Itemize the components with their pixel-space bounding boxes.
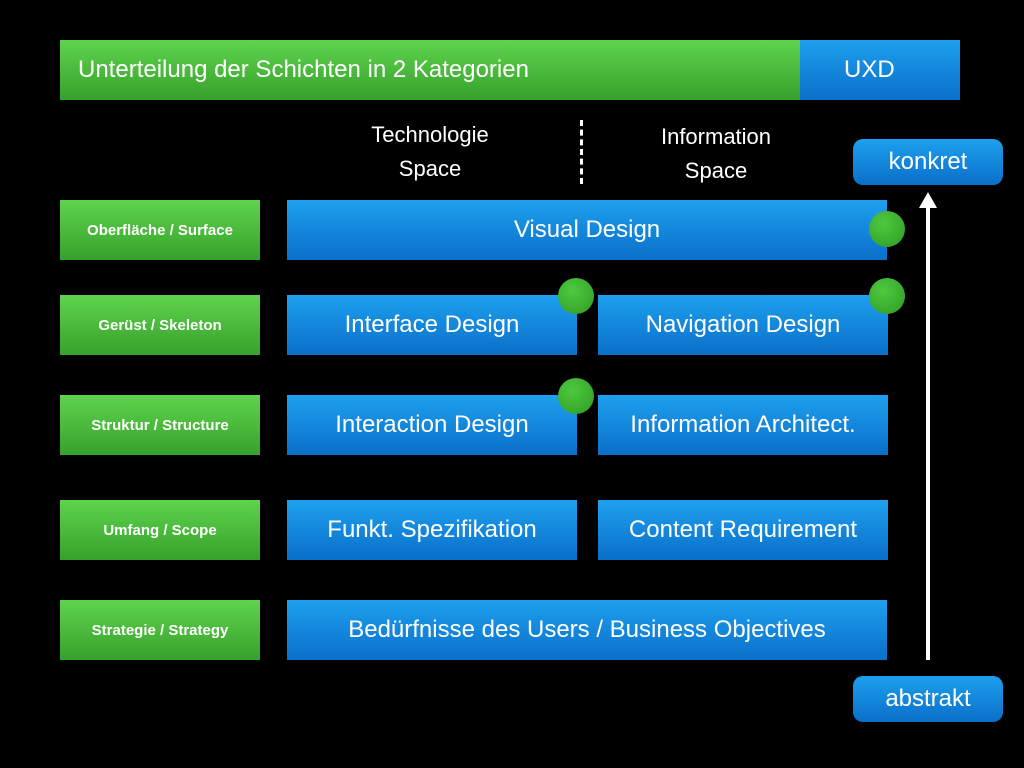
uxd-label: UXD [844,56,895,83]
technology-space-line2: Space [398,156,462,181]
information-architecture-box: Information Architect. [598,395,888,455]
abstrakt-pill: abstrakt [853,676,1003,722]
layer-skeleton-label: Gerüst / Skeleton [98,316,222,334]
header-title-bar: Unterteilung der Schichten in 2 Kategori… [60,40,800,100]
header-title: Unterteilung der Schichten in 2 Kategori… [78,56,529,83]
layer-skeleton: Gerüst / Skeleton [60,295,260,355]
functional-spec-box: Funkt. Spezifikation [287,500,577,560]
content-requirement-label: Content Requirement [628,516,858,543]
uxd-badge: UXD [800,40,960,100]
technology-space-label: Technologie Space [330,118,530,186]
interaction-design-box: Interaction Design [287,395,577,455]
visual-design-box: Visual Design [287,200,887,260]
abstrakt-label: abstrakt [885,685,971,712]
marker-dot-interface-design [558,278,594,314]
functional-spec-label: Funkt. Spezifikation [327,516,537,543]
layer-scope: Umfang / Scope [60,500,260,560]
marker-dot-navigation-design [869,278,905,314]
marker-dot-interaction-design [558,378,594,414]
information-space-label: Information Space [616,120,816,188]
konkret-label: konkret [888,148,968,175]
scale-arrow-line [926,204,930,660]
interaction-design-label: Interaction Design [335,411,529,438]
technology-space-line1: Technologie [371,122,489,147]
interface-design-label: Interface Design [344,311,520,338]
layer-structure: Struktur / Structure [60,395,260,455]
navigation-design-label: Navigation Design [645,311,841,338]
space-divider [580,120,583,184]
konkret-pill: konkret [853,139,1003,185]
strategy-box: Bedürfnisse des Users / Business Objecti… [287,600,887,660]
information-space-line1: Information [660,124,772,149]
strategy-label: Bedürfnisse des Users / Business Objecti… [348,616,826,643]
navigation-design-box: Navigation Design [598,295,888,355]
layer-strategy: Strategie / Strategy [60,600,260,660]
layer-structure-label: Struktur / Structure [91,416,229,434]
layer-surface: Oberfläche / Surface [60,200,260,260]
information-space-line2: Space [684,158,748,183]
interface-design-box: Interface Design [287,295,577,355]
layer-strategy-label: Strategie / Strategy [91,621,229,639]
layer-scope-label: Umfang / Scope [103,521,217,539]
marker-dot-visual-design [869,211,905,247]
content-requirement-box: Content Requirement [598,500,888,560]
information-architecture-label: Information Architect. [630,411,856,438]
layer-surface-label: Oberfläche / Surface [87,221,233,239]
arrow-up-icon [919,192,937,208]
visual-design-label: Visual Design [513,216,661,243]
